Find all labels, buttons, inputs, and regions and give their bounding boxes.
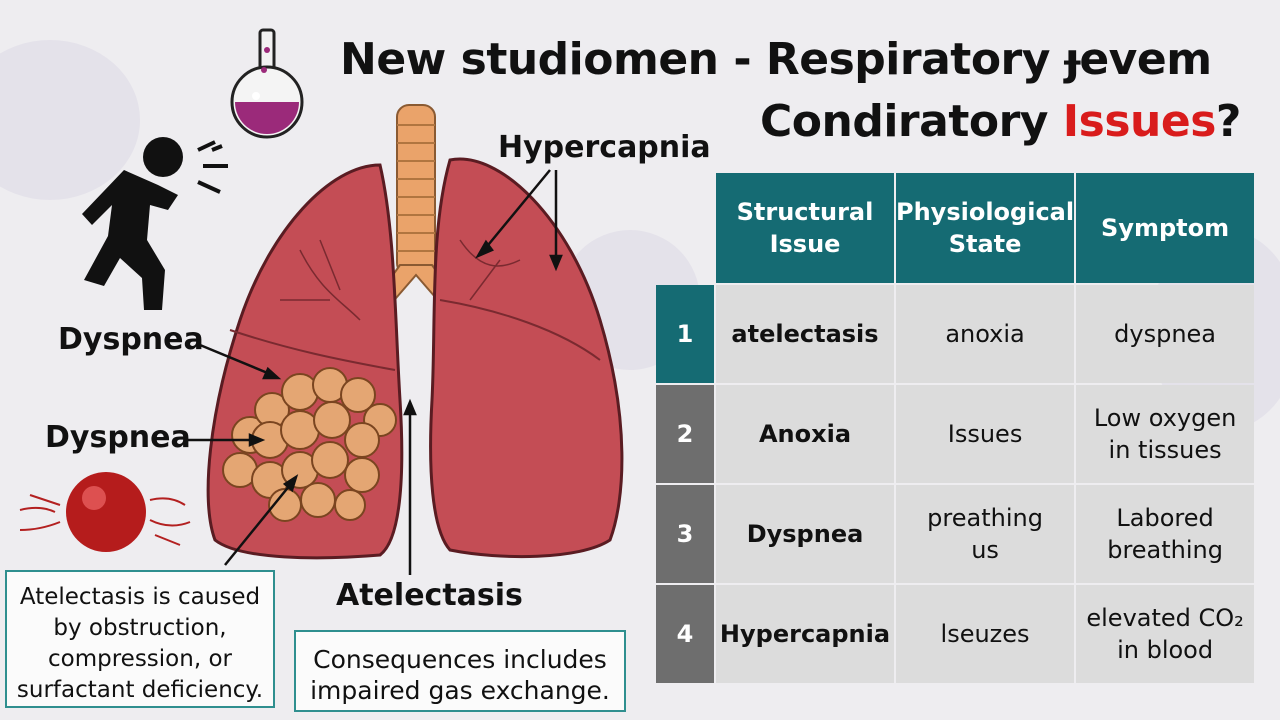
cell-line: in blood [1117,636,1214,664]
table-row: 4 Hypercapnia lseuzes elevated CO₂ in bl… [656,585,1255,683]
header-text: Structural [736,198,874,226]
cell-line: Low oxygen [1093,404,1237,432]
header-symptom: Symptom [1076,173,1255,283]
background-shape [0,40,140,200]
table-row: 3 Dyspnea preathing us Labored breathing [656,485,1255,583]
state-cell: anoxia [896,285,1075,383]
symptom-cell: elevated CO₂ in blood [1076,585,1255,683]
table-header-row: Structural Issue Physiological State Sym… [656,173,1255,283]
cause-note-line: by obstruction, [53,615,227,641]
header-physiological-state: Physiological State [896,173,1075,283]
consequence-note-line: Consequences includes [313,645,607,674]
row-number: 3 [656,485,714,583]
symptom-cell: Labored breathing [1076,485,1255,583]
cell-line: dyspnea [1114,320,1217,348]
cell-line: Issues [947,420,1023,448]
flask-icon [230,28,304,139]
consequence-note: Consequences includes impaired gas excha… [294,630,626,712]
symptom-cell: dyspnea [1076,285,1255,383]
header-structural-issue: Structural Issue [716,173,894,283]
issue-cell: Hypercapnia [716,585,894,683]
pointer-arrows [188,169,563,575]
alveoli-cluster [222,367,397,522]
row-number: 4 [656,585,714,683]
consequence-note-line: impaired gas exchange. [310,676,610,705]
cell-line: preathing [927,504,1043,532]
symptom-cell: Low oxygen in tissues [1076,385,1255,483]
coughing-person-icon [82,137,228,310]
header-text: Issue [769,230,841,258]
state-cell: Issues [896,385,1075,483]
cause-note-line: Atelectasis is caused [19,584,261,610]
cause-note-line: surfactant deficiency. [16,677,264,703]
label-dyspnea-upper: Dyspnea [58,322,204,357]
header-empty-cell [656,173,714,283]
cell-line: lseuzes [940,620,1030,648]
issue-cell: Anoxia [716,385,894,483]
cell-line: elevated CO₂ [1086,604,1244,632]
title-end: ? [1215,96,1242,147]
label-dyspnea-lower: Dyspnea [45,420,191,455]
blood-cell-icon [19,472,191,552]
header-text: Symptom [1101,214,1230,242]
title-accent: Issues [1062,96,1217,147]
page-title-line-1: New studiomen - Respiratory ɟevem [340,34,1212,85]
cell-line: in tissues [1108,436,1222,464]
cell-line: anoxia [945,320,1025,348]
cell-line: Labored [1116,504,1214,532]
issue-cell: Dyspnea [716,485,894,583]
cause-note: Atelectasis is caused by obstruction, co… [5,570,275,708]
cell-line: breathing [1107,536,1223,564]
conditions-table: Structural Issue Physiological State Sym… [654,171,1256,685]
header-text: State [948,230,1022,258]
table-row: 2 Anoxia Issues Low oxygen in tissues [656,385,1255,483]
cause-note-line: compression, or [48,646,232,672]
title-main: Condiratory [760,96,1063,147]
table-row: 1 atelectasis anoxia dyspnea [656,285,1255,383]
label-hypercapnia: Hypercapnia [498,130,711,165]
label-atelectasis: Atelectasis [336,578,523,613]
right-lung [429,157,624,559]
row-number: 2 [656,385,714,483]
header-text: Physiological [896,198,1075,226]
state-cell: lseuzes [896,585,1075,683]
state-cell: preathing us [896,485,1075,583]
page-title-line-2: Condiratory Issues? [760,96,1241,147]
issue-cell: atelectasis [716,285,894,383]
row-number: 1 [656,285,714,383]
cell-line: us [971,536,999,564]
